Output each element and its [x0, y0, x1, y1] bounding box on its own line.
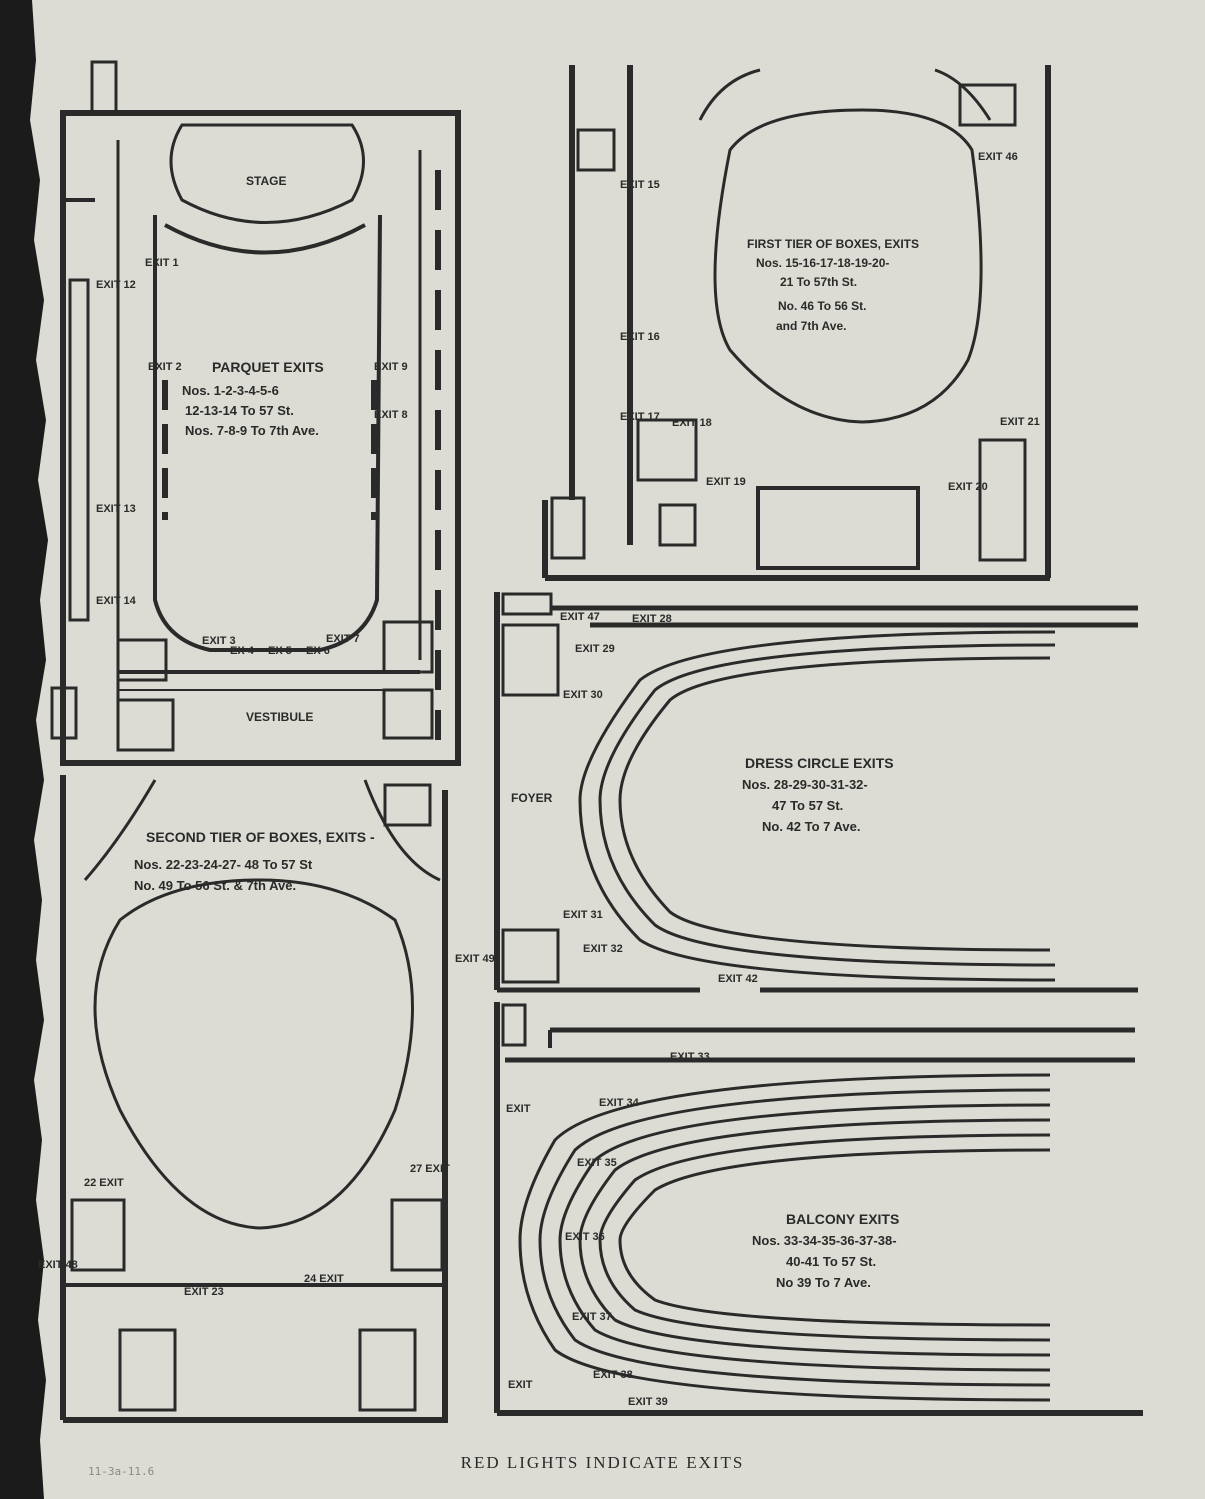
first-tier-line-3: No. 46 To 56 St.	[778, 299, 866, 313]
balcony-exit-39: EXIT 39	[628, 1396, 668, 1408]
balcony-plan: BALCONY EXITS Nos. 33-34-35-36-37-38- 40…	[494, 1002, 1143, 1416]
dress-circle-exit-30: EXIT 30	[563, 689, 603, 701]
second-tier-line-2: No. 49 To 56 St. & 7th Ave.	[134, 878, 296, 893]
dress-circle-line-2: 47 To 57 St.	[772, 798, 843, 813]
first-tier-exit-15: EXIT 15	[620, 179, 660, 191]
parquet-exit-8: EXIT 8	[374, 409, 408, 421]
first-tier-line-2: 21 To 57th St.	[780, 275, 857, 289]
first-tier-line-4: and 7th Ave.	[776, 319, 846, 333]
foyer-label: FOYER	[511, 791, 553, 805]
first-tier-exit-16: EXIT 16	[620, 331, 660, 343]
first-tier-exit-19: EXIT 19	[706, 476, 746, 488]
first-tier-plan: FIRST TIER OF BOXES, EXITS Nos. 15-16-17…	[542, 65, 1051, 581]
second-tier-exit-23: EXIT 23	[184, 1286, 224, 1298]
parquet-plan: STAGE VESTIBULE PARQUET EXITS Nos. 1-2-3…	[50, 60, 461, 766]
parquet-exit-1: EXIT 1	[145, 257, 179, 269]
caption: RED LIGHTS INDICATE EXITS	[460, 1453, 745, 1472]
balcony-exit-lower: EXIT	[508, 1379, 533, 1391]
parquet-line-3: Nos. 7-8-9 To 7th Ave.	[185, 423, 319, 438]
first-tier-exit-18: EXIT 18	[672, 417, 712, 429]
dress-circle-title: DRESS CIRCLE EXITS	[745, 755, 894, 771]
first-tier-exit-17: EXIT 17	[620, 411, 660, 423]
stage-label: STAGE	[246, 174, 286, 188]
balcony-exit-34: EXIT 34	[599, 1097, 640, 1109]
balcony-line-1: Nos. 33-34-35-36-37-38-	[752, 1233, 897, 1248]
parquet-exit-9: EXIT 9	[374, 361, 408, 373]
second-tier-title: SECOND TIER OF BOXES, EXITS -	[146, 829, 375, 845]
balcony-title: BALCONY EXITS	[786, 1211, 899, 1227]
second-tier-exit-49: EXIT 49	[455, 953, 495, 965]
second-tier-plan: SECOND TIER OF BOXES, EXITS - Nos. 22-23…	[38, 775, 495, 1423]
parquet-exit-14: EXIT 14	[96, 595, 137, 607]
first-tier-exit-21: EXIT 21	[1000, 416, 1040, 428]
pencil-note: 11-3a-11.6	[88, 1465, 155, 1478]
dress-circle-plan: FOYER DRESS CIRCLE EXITS Nos. 28-29-30-3…	[494, 592, 1138, 993]
balcony-line-3: No 39 To 7 Ave.	[776, 1275, 871, 1290]
dress-circle-exit-28: EXIT 28	[632, 613, 672, 625]
parquet-exit-3: EXIT 3	[202, 635, 236, 647]
balcony-exit-36: EXIT 36	[565, 1231, 605, 1243]
vestibule-label: VESTIBULE	[246, 710, 313, 724]
parquet-line-1: Nos. 1-2-3-4-5-6	[182, 383, 279, 398]
parquet-exit-7: EXIT 7	[326, 633, 360, 645]
dress-circle-exit-47: EXIT 47	[560, 611, 600, 623]
dress-circle-exit-42: EXIT 42	[718, 973, 758, 985]
balcony-exit-38: EXIT 38	[593, 1369, 633, 1381]
dress-circle-exit-31: EXIT 31	[563, 909, 603, 921]
balcony-exit-33: EXIT 33	[670, 1051, 710, 1063]
second-tier-exit-48: EXIT 48	[38, 1259, 78, 1271]
first-tier-line-1: Nos. 15-16-17-18-19-20-	[756, 256, 889, 270]
parquet-exit-12: EXIT 12	[96, 279, 136, 291]
dress-circle-line-3: No. 42 To 7 Ave.	[762, 819, 861, 834]
parquet-line-2: 12-13-14 To 57 St.	[185, 403, 294, 418]
parquet-exit-2: EXIT 2	[148, 361, 182, 373]
second-tier-exit-22: 22 EXIT	[84, 1177, 124, 1189]
first-tier-exit-46: EXIT 46	[978, 151, 1018, 163]
first-tier-title: FIRST TIER OF BOXES, EXITS	[747, 237, 919, 251]
second-tier-exit-27: 27 EXIT	[410, 1163, 450, 1175]
parquet-exit-5: EX 5	[268, 645, 292, 657]
balcony-exit-35: EXIT 35	[577, 1157, 617, 1169]
dress-circle-line-1: Nos. 28-29-30-31-32-	[742, 777, 868, 792]
parquet-exit-6: EX 6	[306, 645, 330, 657]
second-tier-line-1: Nos. 22-23-24-27- 48 To 57 St	[134, 857, 313, 872]
balcony-exit-upper: EXIT	[506, 1103, 531, 1115]
dress-circle-exit-32: EXIT 32	[583, 943, 623, 955]
parquet-exit-13: EXIT 13	[96, 503, 136, 515]
balcony-line-2: 40-41 To 57 St.	[786, 1254, 876, 1269]
torn-paper-edge	[0, 0, 48, 1499]
parquet-exit-4: EX 4	[230, 645, 255, 657]
dress-circle-exit-29: EXIT 29	[575, 643, 615, 655]
first-tier-exit-20: EXIT 20	[948, 481, 988, 493]
balcony-exit-37: EXIT 37	[572, 1311, 612, 1323]
second-tier-exit-24: 24 EXIT	[304, 1273, 344, 1285]
parquet-title: PARQUET EXITS	[212, 359, 324, 375]
